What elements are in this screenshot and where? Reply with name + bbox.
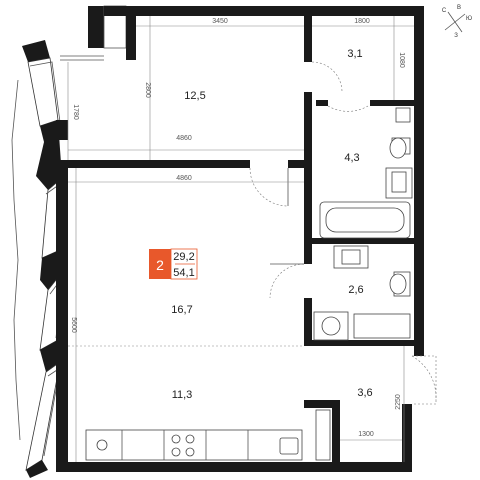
room-areas: 12,5 3,1 4,3 16,7 2,6 11,3 3,6	[171, 48, 372, 401]
area-bedroom: 12,5	[184, 90, 205, 102]
hob-burner-2	[185, 434, 195, 444]
bathroom-fixtures	[313, 107, 413, 461]
kitchen-counter	[85, 429, 303, 461]
badge-box	[149, 249, 171, 279]
door-swings	[249, 61, 437, 405]
area-living: 16,7	[171, 304, 192, 316]
dimension-lines	[67, 16, 414, 462]
dim-top-right: 1800	[354, 18, 370, 25]
dim-living-height: 5600	[70, 317, 77, 333]
entry-closet	[315, 409, 331, 461]
dim-entry-width: 1300	[358, 431, 374, 438]
compass-south: Ю	[466, 16, 472, 22]
dim-mid-width: 4860	[176, 135, 192, 142]
dimension-labels: 3450 1800 2800 1080 1780 4860 4860 5600 …	[70, 18, 405, 438]
sink	[391, 171, 407, 193]
wc-cabinet	[353, 313, 411, 339]
bidet-tank	[395, 107, 411, 123]
bathtub-inner	[325, 207, 405, 233]
dim-entry-height: 2250	[395, 394, 402, 410]
room-count-badge: 2 29,2 54,1	[149, 248, 198, 280]
dim-top-left: 3450	[212, 18, 228, 25]
badge-rooms: 2	[156, 257, 164, 273]
dim-right-top-height: 1080	[398, 52, 405, 68]
counter	[85, 429, 303, 461]
area-wc: 2,6	[348, 284, 363, 296]
area-bathroom: 4,3	[344, 152, 359, 164]
dim-bedroom-height: 2800	[144, 82, 151, 98]
badge-total-area: 54,1	[173, 267, 194, 279]
hob-burner-1	[171, 434, 181, 444]
washer-drum	[321, 316, 341, 336]
compass-west: З	[454, 33, 458, 39]
dim-left-outer-height: 1780	[72, 104, 79, 120]
kitchen-sink	[279, 437, 299, 455]
interior-walls	[68, 6, 414, 472]
wc-toilet	[389, 273, 407, 295]
compass-east: В	[457, 5, 461, 11]
area-hall-top: 3,1	[347, 48, 362, 60]
area-entry: 3,6	[357, 387, 372, 399]
dim-lower-width: 4860	[176, 175, 192, 182]
exterior-walls	[56, 6, 424, 472]
wc-sink-bowl	[341, 249, 361, 265]
toilet	[389, 137, 407, 159]
compass: С В Ю З	[442, 5, 472, 39]
hob-burner-3	[171, 447, 181, 457]
hob-burner-4	[185, 447, 195, 457]
compass-north: С	[442, 8, 447, 14]
fridge-icon	[96, 439, 108, 451]
area-kitchen: 11,3	[172, 389, 193, 401]
badge-living-area: 29,2	[173, 251, 194, 263]
